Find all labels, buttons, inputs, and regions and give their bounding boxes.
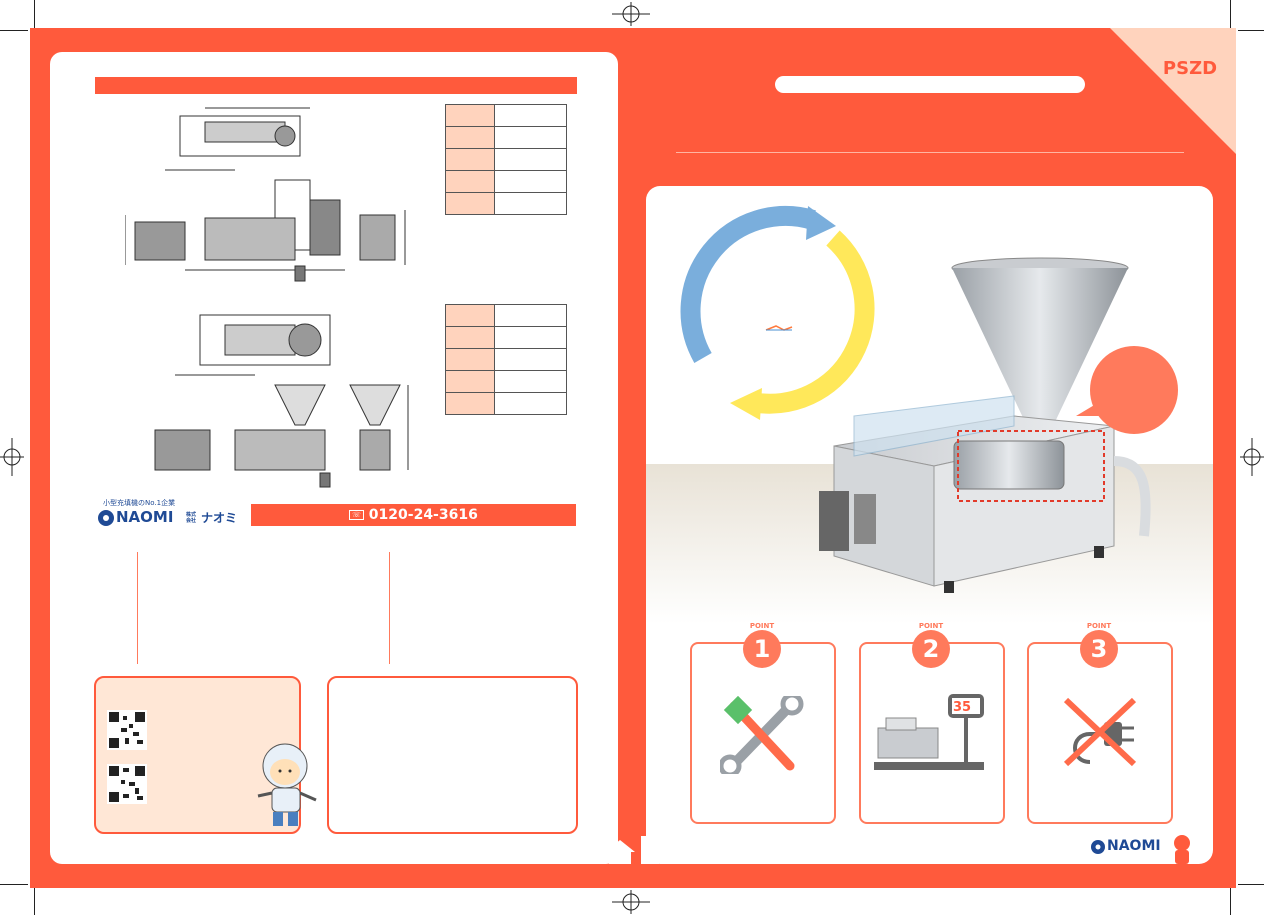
divider-line-right	[389, 552, 390, 664]
technical-drawing-top	[125, 107, 406, 282]
phone-number: 0120-24-3616	[368, 507, 478, 523]
registration-mark-right	[1240, 438, 1264, 476]
crop-mark	[1238, 30, 1264, 31]
no-plug-icon	[1063, 697, 1137, 767]
logo-company-prefix: 株式会社	[186, 512, 197, 524]
logo-company-name: ナオミ	[201, 511, 238, 525]
registration-mark-bottom	[612, 890, 650, 914]
title-pill	[775, 76, 1085, 93]
scale-icon	[874, 694, 984, 770]
spec-table-1	[445, 104, 567, 215]
point-label: POINT	[1086, 622, 1112, 630]
info-box	[327, 676, 578, 834]
technical-drawing-bottom	[154, 314, 409, 488]
crop-mark	[0, 884, 28, 885]
qr-code[interactable]	[107, 764, 147, 804]
naomi-logo-icon	[98, 510, 114, 526]
divider-line-left	[137, 552, 138, 664]
phone-bar[interactable]: ☏ 0120-24-3616	[251, 504, 576, 526]
naomi-logo-icon	[1091, 840, 1105, 854]
mascot-character	[257, 743, 317, 826]
subtitle-rule	[676, 152, 1184, 153]
crop-mark	[34, 888, 35, 915]
point-badge-1: 1	[743, 630, 781, 668]
crop-mark	[1230, 888, 1231, 915]
crop-mark	[1230, 0, 1231, 28]
spec-table-2	[445, 304, 567, 415]
registration-mark-top	[612, 2, 650, 26]
logo-tagline: 小型充填機のNo.1企業	[103, 499, 176, 507]
point-label: POINT	[749, 622, 775, 630]
model-label: PSZD	[1162, 58, 1218, 79]
footer-brand: NAOMI	[1107, 838, 1161, 854]
point-badge-2: 2	[912, 630, 950, 668]
registration-mark-left	[0, 438, 24, 476]
point-badge-3: 3	[1080, 630, 1118, 668]
qr-code[interactable]	[107, 710, 147, 750]
section-header-bar	[95, 77, 577, 94]
filling-machine-illustration	[819, 257, 1151, 593]
tools-icon	[720, 696, 804, 774]
free-dial-icon: ☏	[349, 510, 364, 520]
scale-readout: 35	[953, 700, 972, 715]
crop-mark	[1238, 884, 1264, 885]
speech-bubble	[1076, 346, 1178, 434]
crop-mark	[34, 0, 35, 28]
logo-brand: NAOMI	[116, 508, 174, 526]
mascot-icon	[1174, 835, 1190, 864]
cycle-diagram	[680, 206, 875, 420]
crop-mark	[0, 30, 28, 31]
point-label: POINT	[918, 622, 944, 630]
